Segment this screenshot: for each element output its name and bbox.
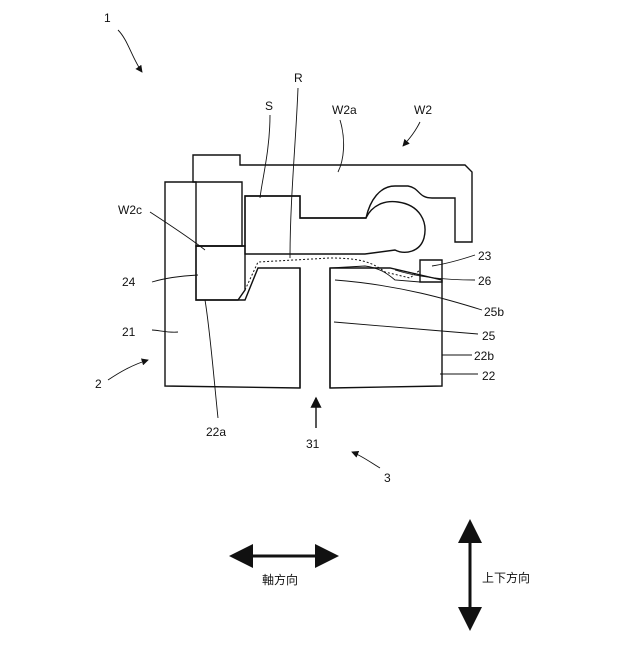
label-22b: 22b [474,349,494,363]
leader-25 [334,322,478,334]
leader-1 [118,30,142,72]
element-24 [196,246,245,300]
label-w2c: W2c [118,203,142,217]
label-24: 24 [122,275,136,289]
label-port-side: 3 [384,471,391,485]
leader-25b [335,280,482,310]
label-assembly: 1 [104,11,111,25]
label-26: 26 [478,274,492,288]
chamber-r-outline [245,266,420,300]
leader-3 [352,452,380,468]
label-25: 25 [482,329,496,343]
leader-s [260,115,270,198]
label-22: 22 [482,369,496,383]
label-w2: W2 [414,103,432,117]
leader-24 [152,275,198,282]
label-w2a: W2a [332,103,357,117]
label-31: 31 [306,437,320,451]
label-23: 23 [478,249,492,263]
label-25b: 25b [484,305,504,319]
housing-block-21 [165,182,300,388]
cover-w2 [193,155,472,246]
axial-direction-label: 軸方向 [262,572,298,587]
label-22a: 22a [206,425,226,439]
label-sensor-side: 2 [95,377,102,391]
label-21: 21 [122,325,136,339]
leader-2 [108,360,148,380]
leader-r [290,88,298,258]
chamber-r-film [245,258,420,290]
vertical-direction-label: 上下方向 [482,570,530,585]
leader-22a [205,300,218,418]
leader-w2 [403,122,420,146]
leader-w2a [338,120,344,172]
label-s: S [265,99,273,113]
seal-s [245,196,425,254]
label-r: R [294,71,303,85]
leader-w2c [150,212,205,250]
